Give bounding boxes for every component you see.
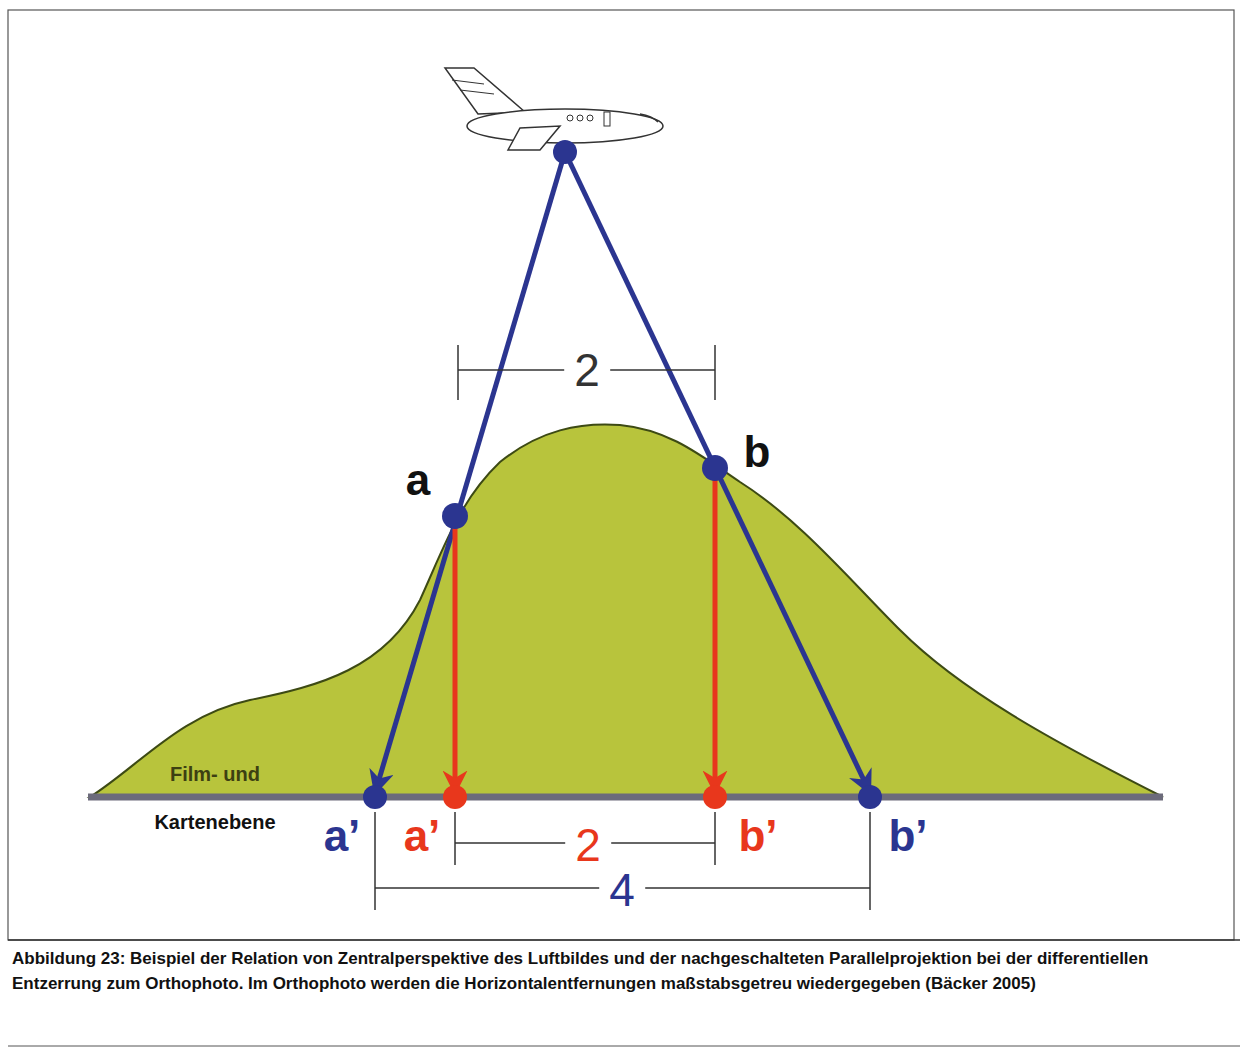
dimension-tick bbox=[374, 812, 376, 910]
terrain-hill bbox=[90, 424, 1163, 797]
ortho-point bbox=[443, 785, 467, 809]
fuselage bbox=[467, 109, 663, 143]
terrain-point bbox=[702, 455, 728, 481]
orthogonal-projection bbox=[453, 516, 458, 793]
point-label: a’ bbox=[404, 814, 441, 858]
wing bbox=[508, 126, 560, 150]
dimension-value: 4 bbox=[599, 867, 645, 913]
dimension-tick bbox=[457, 345, 459, 400]
figure-frame bbox=[8, 10, 1234, 940]
projection-ray bbox=[565, 152, 870, 793]
ortho-point bbox=[703, 785, 727, 809]
image-point bbox=[363, 785, 387, 809]
plane-label: Film- und bbox=[170, 764, 260, 784]
window bbox=[567, 115, 573, 121]
tail-stripe bbox=[452, 80, 484, 84]
airplane bbox=[445, 68, 663, 150]
projection-ray bbox=[375, 152, 565, 793]
cockpit bbox=[640, 114, 658, 122]
camera-point bbox=[553, 140, 577, 164]
image-point bbox=[858, 785, 882, 809]
dimension-tick bbox=[714, 812, 716, 865]
dimension-tick bbox=[714, 345, 716, 400]
plane-label: Kartenebene bbox=[154, 812, 275, 832]
figure-caption: Abbildung 23: Beispiel der Relation von … bbox=[12, 946, 1182, 996]
window bbox=[587, 115, 593, 121]
window bbox=[577, 115, 583, 121]
terrain-point bbox=[442, 503, 468, 529]
door bbox=[604, 112, 610, 126]
dimension-value: 2 bbox=[564, 347, 610, 393]
caption-rule bbox=[8, 939, 1240, 941]
point-label: b’ bbox=[738, 814, 777, 858]
caption-rule bbox=[8, 1046, 1240, 1047]
tail-stripe bbox=[460, 90, 494, 94]
point-label: b bbox=[744, 430, 771, 474]
point-label: a’ bbox=[324, 814, 361, 858]
dimension-tick bbox=[869, 812, 871, 910]
dimension-value: 2 bbox=[565, 822, 611, 868]
map-plane bbox=[88, 794, 1163, 801]
tail-fin bbox=[445, 68, 525, 114]
point-label: b’ bbox=[888, 814, 927, 858]
dimension-tick bbox=[454, 812, 456, 865]
orthogonal-projection bbox=[713, 468, 718, 793]
point-label: a bbox=[406, 458, 430, 502]
dimension-line bbox=[458, 345, 715, 400]
